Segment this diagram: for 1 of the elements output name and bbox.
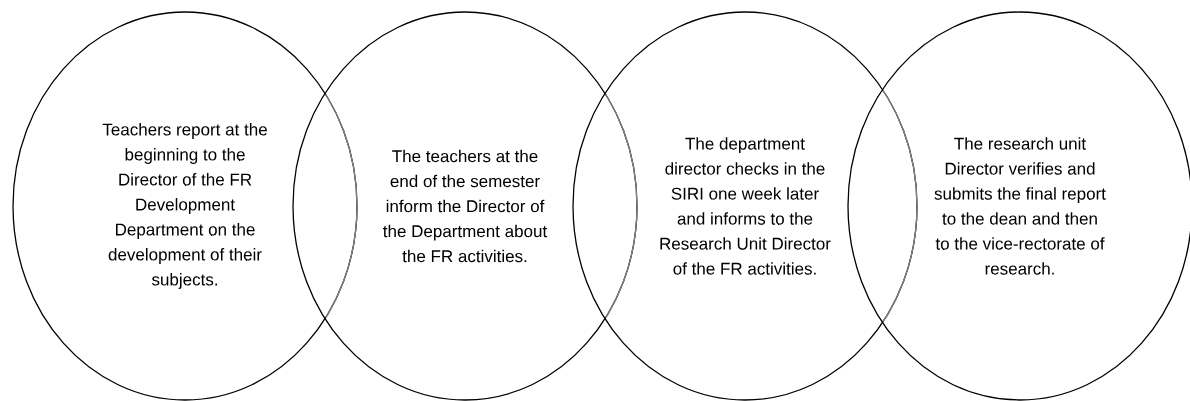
node-label: The teachers at the end of the semester inform the Director of the Department about the FR activities. [383,149,548,263]
